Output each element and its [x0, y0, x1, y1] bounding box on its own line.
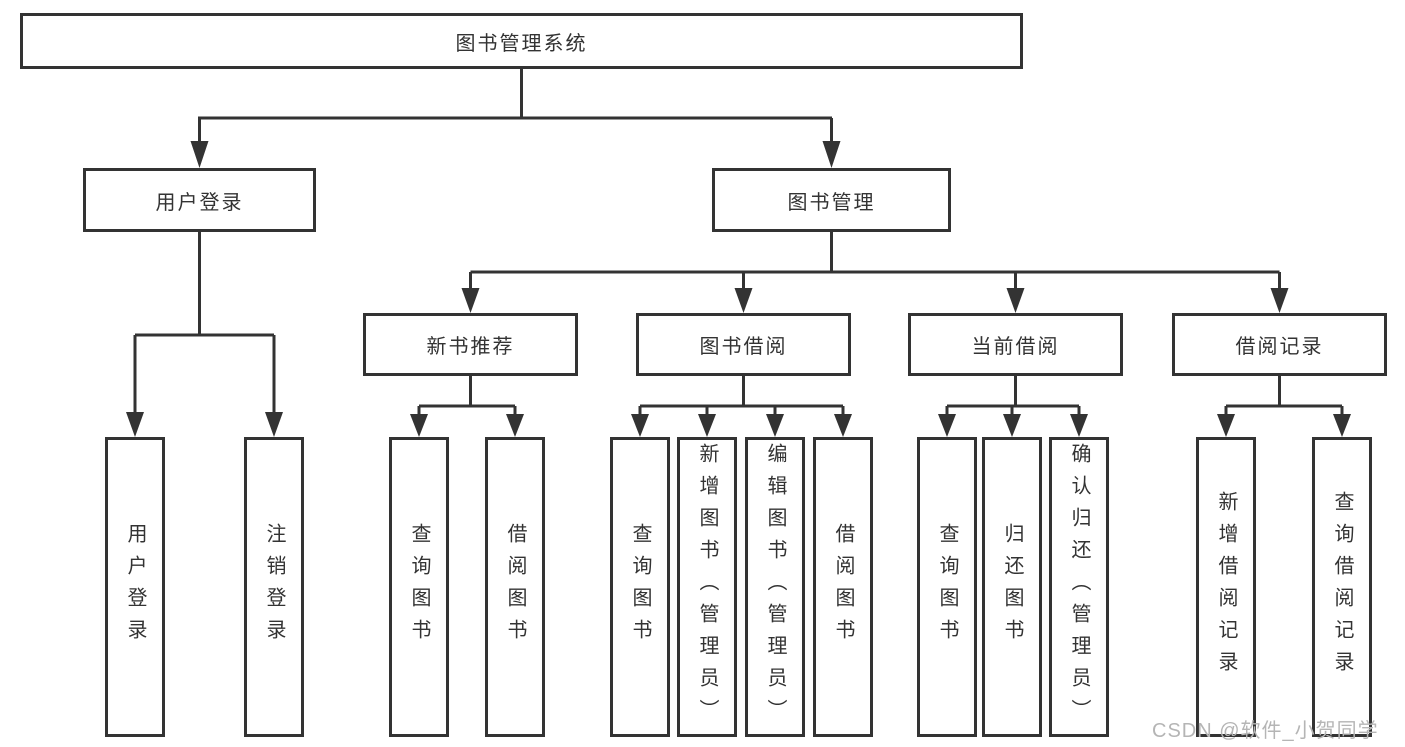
connector-book-management-to-level3	[461, 232, 1289, 313]
node-root-library-management-system: 图书管理系统	[20, 13, 1023, 69]
leaf-label: 查询图书	[408, 523, 430, 651]
leaf-confirm-return-admin: 确认归还（管理员）	[1049, 437, 1109, 737]
connector-current-borrow-to-leaves	[938, 376, 1088, 437]
leaf-add-book-admin: 新增图书（管理员）	[677, 437, 737, 737]
leaf-label: 查询图书	[936, 523, 958, 651]
node-new-book-recommend: 新书推荐	[363, 313, 578, 376]
connector-book-borrow-to-leaves	[631, 376, 852, 437]
leaf-query-book-current: 查询图书	[917, 437, 977, 737]
leaf-query-book-recommend: 查询图书	[389, 437, 449, 737]
connector-borrow-record-to-leaves	[1217, 376, 1351, 437]
node-book-borrow: 图书借阅	[636, 313, 851, 376]
leaf-label: 查询图书	[629, 523, 651, 651]
node-current-borrow: 当前借阅	[908, 313, 1123, 376]
node-book-management: 图书管理	[712, 168, 951, 232]
leaf-label: 编辑图书（管理员）	[764, 443, 786, 731]
leaf-label: 归还图书	[1001, 523, 1023, 651]
leaf-return-book: 归还图书	[982, 437, 1042, 737]
node-borrow-record: 借阅记录	[1172, 313, 1387, 376]
connector-new-book-recommend-to-leaves	[410, 376, 524, 437]
connector-user-login-to-leaves	[126, 232, 283, 437]
leaf-borrow-book-recommend: 借阅图书	[485, 437, 545, 737]
leaf-add-borrow-record: 新增借阅记录	[1196, 437, 1256, 737]
node-user-login: 用户登录	[83, 168, 316, 232]
leaf-label: 确认归还（管理员）	[1068, 443, 1090, 731]
leaf-label: 借阅图书	[504, 523, 526, 651]
leaf-label: 新增图书（管理员）	[696, 443, 718, 731]
leaf-label: 注销登录	[263, 523, 285, 651]
leaf-edit-book-admin: 编辑图书（管理员）	[745, 437, 805, 737]
leaf-label: 用户登录	[124, 523, 146, 651]
leaf-logout: 注销登录	[244, 437, 304, 737]
leaf-label: 查询借阅记录	[1331, 491, 1353, 683]
csdn-watermark: CSDN @软件_小贺同学	[1152, 720, 1379, 742]
connector-root-to-level2	[190, 69, 841, 168]
leaf-query-borrow-record: 查询借阅记录	[1312, 437, 1372, 737]
leaf-borrow-book: 借阅图书	[813, 437, 873, 737]
leaf-query-book-borrow: 查询图书	[610, 437, 670, 737]
leaf-label: 新增借阅记录	[1215, 491, 1237, 683]
leaf-label: 借阅图书	[832, 523, 854, 651]
leaf-user-login: 用户登录	[105, 437, 165, 737]
